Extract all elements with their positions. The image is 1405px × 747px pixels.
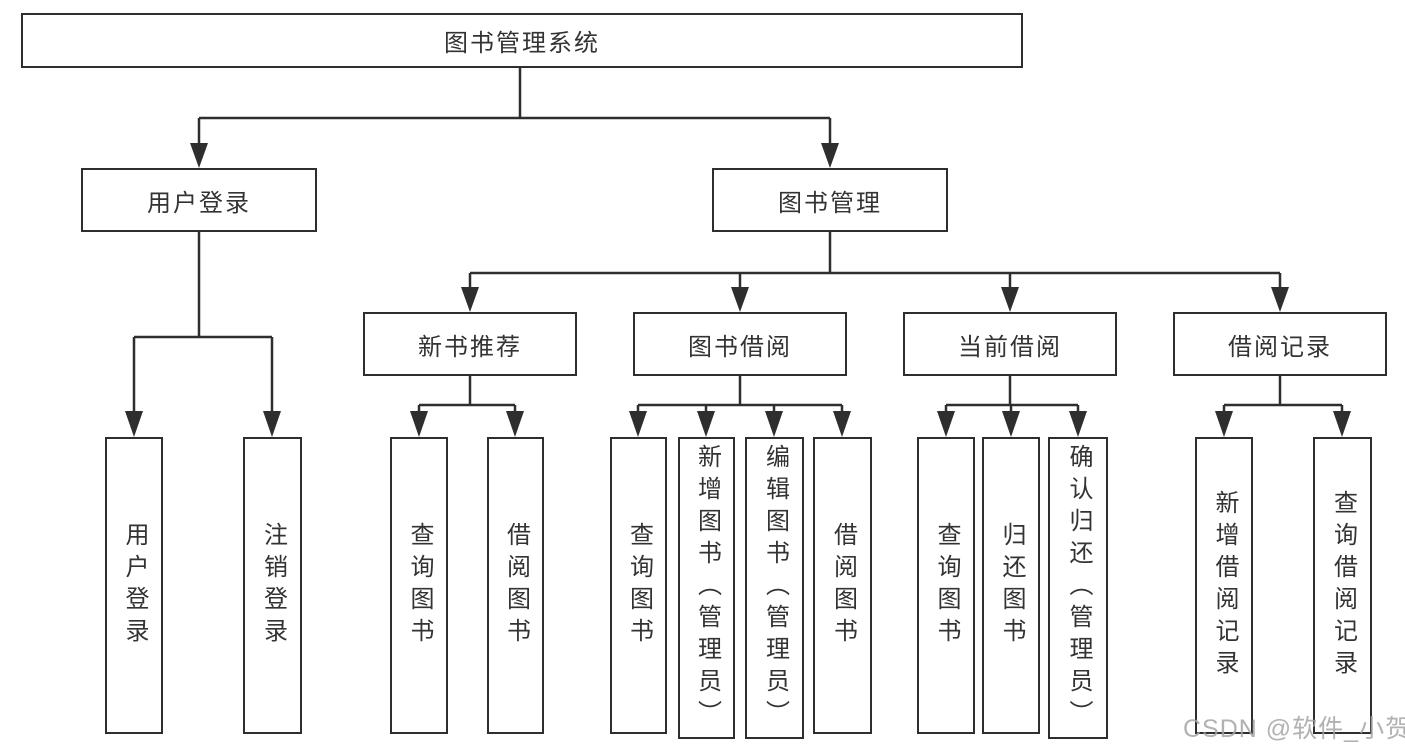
leaf-return-book: 归还图书 [982, 437, 1040, 734]
csdn-watermark: CSDN @软件_小贺同学 [1183, 715, 1405, 743]
leaf-logout: 注销登录 [243, 437, 302, 734]
leaf-user-login: 用户登录 [105, 437, 163, 734]
leaf-borrow-books-borrowing: 借阅图书 [813, 437, 872, 734]
node-user-login: 用户登录 [81, 168, 317, 232]
leaf-edit-book-admin: 编辑图书（管理员） [745, 437, 804, 739]
leaf-add-borrow-record: 新增借阅记录 [1195, 437, 1253, 734]
leaf-add-book-admin: 新增图书（管理员） [678, 437, 735, 739]
leaf-query-books-borrowing: 查询图书 [610, 437, 667, 734]
leaf-borrow-books-recommend: 借阅图书 [487, 437, 544, 734]
leaf-query-books-current: 查询图书 [917, 437, 975, 734]
leaf-query-books-recommend: 查询图书 [390, 437, 448, 734]
node-current-borrowing: 当前借阅 [903, 312, 1117, 376]
node-borrowing-records: 借阅记录 [1173, 312, 1387, 376]
node-book-management: 图书管理 [712, 168, 948, 232]
node-book-management-system: 图书管理系统 [21, 13, 1023, 68]
node-new-book-recommend: 新书推荐 [363, 312, 577, 376]
node-book-borrowing: 图书借阅 [633, 312, 847, 376]
leaf-confirm-return-admin: 确认归还（管理员） [1048, 437, 1108, 739]
leaf-query-borrow-record: 查询借阅记录 [1313, 437, 1372, 734]
